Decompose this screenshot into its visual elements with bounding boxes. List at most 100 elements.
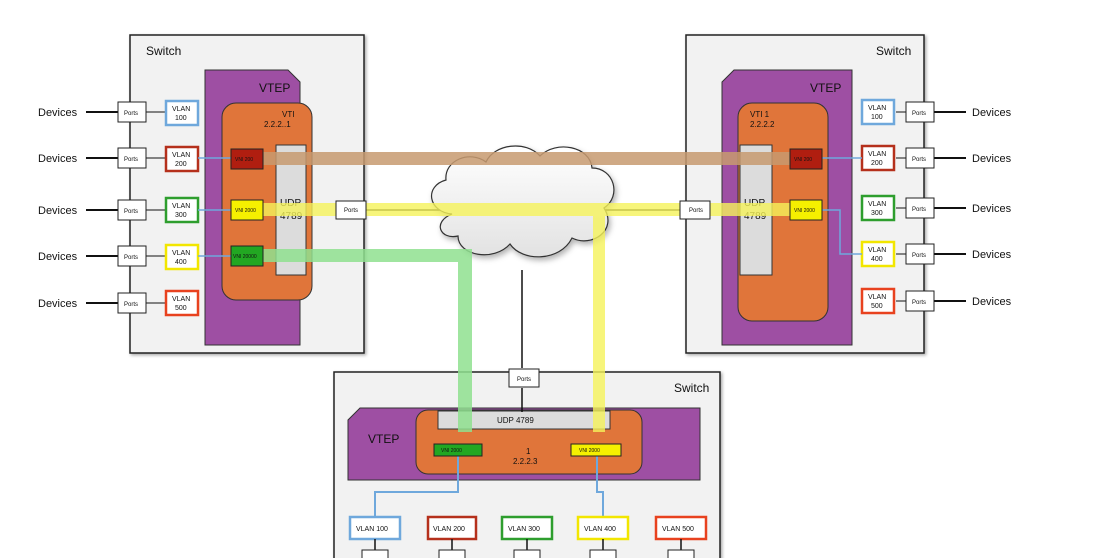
right-vlan-200 [860, 144, 896, 172]
left-vti-label: VTI [282, 110, 294, 119]
left-vni-200 [230, 148, 264, 170]
left-udp-port: 4789 [280, 211, 303, 222]
left-device-label: Devices [38, 205, 78, 217]
right-uplink-port-label: Ports [689, 208, 703, 214]
bottom-vni-vlan400-link [596, 455, 604, 517]
right-device-label: Devices [972, 249, 1012, 261]
bottom-vti-ip: 2.2.2.3 [513, 457, 538, 466]
right-vti-ip: 2.2.2.2 [750, 120, 775, 129]
left-port-label: Ports [124, 302, 138, 308]
left-port-label: Ports [124, 157, 138, 163]
right-port-label: Ports [912, 207, 926, 213]
left-vti-ip: 2.2.2..1 [264, 120, 291, 129]
right-vlan-number: 200 [871, 160, 883, 167]
right-uplink-port [679, 200, 711, 220]
tunnel-vni-200 [246, 152, 814, 165]
left-vlan-500 [164, 289, 200, 317]
right-vlan-number: 400 [871, 256, 883, 263]
left-vni-200-label: VNI 200 [235, 157, 253, 163]
right-vlan-label: VLAN [868, 105, 886, 112]
right-vlan-number: 100 [871, 114, 883, 121]
bottom-udp-label: UDP 4789 [497, 416, 534, 425]
bottom-vni-2000-green [433, 443, 483, 457]
right-vlan-label: VLAN [868, 201, 886, 208]
left-port-box [117, 292, 147, 314]
bottom-udp-block [437, 410, 611, 430]
left-vlan-label: VLAN [172, 250, 190, 257]
left-port-label: Ports [124, 111, 138, 117]
bottom-vni-2000-green-label: VNI 2000 [441, 448, 462, 454]
right-switch: Switch VTEP VTI 1 2.2.2.2 UDP 4789 Devic… [685, 34, 1012, 354]
bottom-port-box [513, 549, 541, 558]
left-vlan-number: 100 [175, 115, 187, 122]
right-device-label: Devices [972, 107, 1012, 119]
left-port-label: Ports [124, 209, 138, 215]
right-port-box [905, 101, 935, 123]
right-port-box [905, 290, 935, 312]
left-port-box [117, 147, 147, 169]
bottom-vlan-label: VLAN 200 [433, 526, 465, 533]
left-vlan-number: 500 [175, 305, 187, 312]
left-vlan-label: VLAN [172, 203, 190, 210]
left-device-label: Devices [38, 107, 78, 119]
right-vlan-number: 300 [871, 210, 883, 217]
right-vni-2000 [789, 199, 823, 221]
right-vlan-label: VLAN [868, 151, 886, 158]
right-vtep-label: VTEP [810, 81, 841, 95]
bottom-uplink-port-label: Ports [517, 377, 531, 383]
right-device-label: Devices [972, 203, 1012, 215]
right-port-label: Ports [912, 253, 926, 259]
left-vlan-label: VLAN [172, 106, 190, 113]
bottom-vlan-label: VLAN 100 [356, 526, 388, 533]
bottom-port-box [438, 549, 466, 558]
bottom-vni-2000-yellow [570, 443, 622, 457]
bottom-port-box [361, 549, 389, 558]
right-vni-200-label: VNI 200 [794, 157, 812, 163]
left-vni-20000-label: VNI 20000 [233, 254, 257, 260]
right-vni-2000-label: VNI 2000 [794, 208, 815, 214]
bottom-vti-label: 1 [526, 447, 531, 456]
right-port-box [905, 147, 935, 169]
left-port-label: Ports [124, 255, 138, 261]
bottom-uplink-port [508, 368, 540, 388]
right-device-label: Devices [972, 296, 1012, 308]
left-vlan-number: 400 [175, 259, 187, 266]
left-device-label: Devices [38, 298, 78, 310]
left-uplink-port-label: Ports [344, 208, 358, 214]
left-device-label: Devices [38, 251, 78, 263]
bottom-vlan-label: VLAN 500 [662, 526, 694, 533]
bottom-vtep-label: VTEP [368, 432, 399, 446]
right-vti-label: VTI 1 [750, 110, 770, 119]
right-port-label: Ports [912, 111, 926, 117]
left-vlan-number: 300 [175, 212, 187, 219]
left-port-box [117, 245, 147, 267]
left-vlan-number: 200 [175, 161, 187, 168]
right-device-label: Devices [972, 153, 1012, 165]
left-uplink-port [335, 200, 367, 220]
left-switch-title: Switch [146, 44, 181, 58]
left-vlan-100 [164, 99, 200, 127]
bottom-vlan-label: VLAN 300 [508, 526, 540, 533]
left-vni-2000 [230, 199, 264, 221]
right-vlan-100 [860, 98, 896, 126]
left-device-label: Devices [38, 153, 78, 165]
left-switch: Switch VTEP VTI 2.2.2..1 UDP 4789 Device… [38, 34, 365, 354]
right-vlan-label: VLAN [868, 247, 886, 254]
left-vlan-400 [164, 243, 200, 271]
bottom-vni-2000-yellow-label: VNI 2000 [579, 448, 600, 454]
left-port-box [117, 199, 147, 221]
bottom-switch-title: Switch [674, 381, 709, 395]
right-vlan-number: 500 [871, 303, 883, 310]
right-switch-title: Switch [876, 44, 911, 58]
bottom-vni-vlan100-link [374, 455, 459, 517]
left-vtep-label: VTEP [259, 81, 290, 95]
right-vni2000-vlan400-link [822, 209, 862, 255]
right-vlan-500 [860, 287, 896, 315]
left-vni-20000 [230, 245, 264, 267]
right-vlan-400 [860, 240, 896, 268]
right-port-box [905, 243, 935, 265]
bottom-port-box [589, 549, 617, 558]
bottom-vlan-label: VLAN 400 [584, 526, 616, 533]
left-port-box [117, 101, 147, 123]
